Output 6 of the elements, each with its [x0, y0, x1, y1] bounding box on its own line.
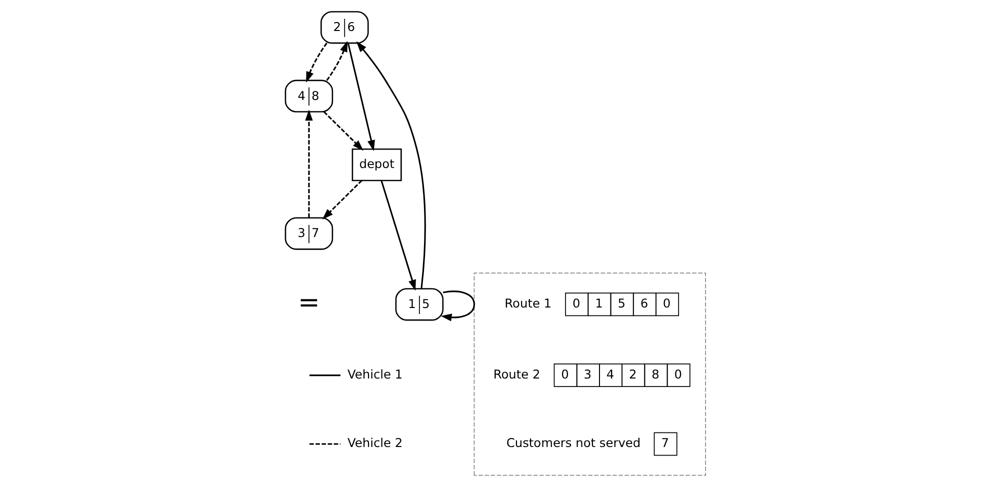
- label: =: [298, 288, 320, 318]
- legend-label: Vehicle 2: [348, 436, 403, 450]
- node-label: Route 1: [504, 296, 552, 311]
- node-label: Route 2: [493, 368, 540, 382]
- node-label: Customers not served: [506, 436, 641, 450]
- legend-label: Vehicle 1: [348, 368, 403, 382]
